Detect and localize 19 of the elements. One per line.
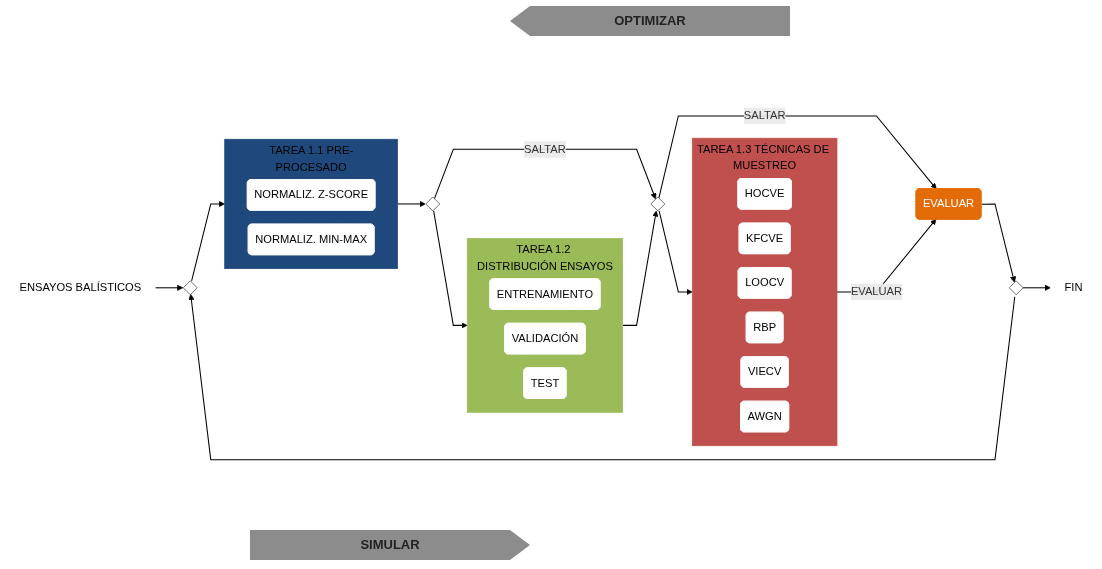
edge-label: SALTAR: [743, 110, 786, 122]
arrow: [1022, 285, 1051, 292]
node-diamond: [650, 197, 666, 212]
node-diamond: [182, 280, 198, 296]
arrow: [433, 210, 468, 329]
arrow: [658, 210, 693, 296]
node-text: FIN: [1064, 281, 1083, 294]
node-diamond: [1008, 280, 1024, 296]
arrow: [188, 294, 1016, 461]
edge-label: SALTAR: [524, 143, 566, 156]
arrow: [154, 285, 184, 292]
arrow: [980, 203, 1017, 283]
arrow: [397, 201, 426, 208]
node-text: ENSAYOS BALÍSTICOS: [19, 281, 142, 294]
arrow: [622, 211, 659, 327]
edge-label: EVALUAR: [850, 286, 903, 298]
arrow: [658, 115, 937, 200]
node-diamond: [425, 197, 441, 212]
arrow: [191, 201, 225, 282]
